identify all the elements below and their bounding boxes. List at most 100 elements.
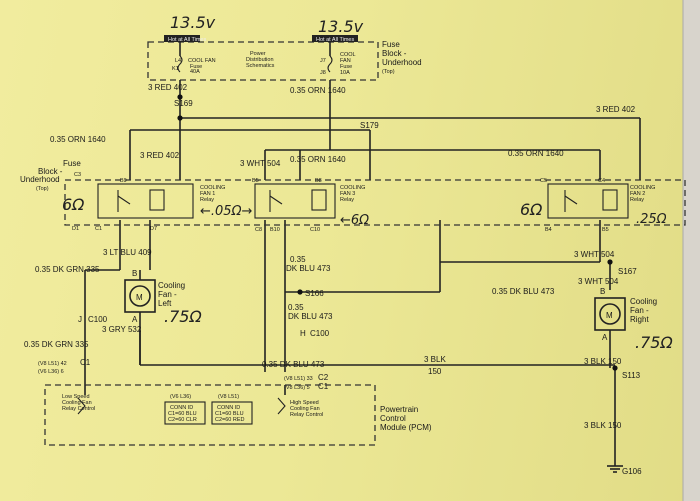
pcm-high-speed: High Speed (290, 400, 319, 406)
note-ohm-mid: ←.05Ω→ (200, 204, 253, 219)
pcm-high-speed-2: Cooling Fan (290, 406, 320, 412)
fan-motor-right: M B A Cooling Fan - Right (594, 287, 657, 342)
voltage-left: 13.5v (170, 13, 216, 32)
fuse-block-left-4: (Top) (36, 186, 49, 192)
relay-fan3-name2: FAN 3 (340, 191, 355, 197)
pcm-block: Low Speed Cooling Fan Relay Control High… (44, 384, 432, 446)
connector-c100-left: C100 (88, 315, 108, 324)
wire-dkblu473-a2: DK BLU 473 (286, 264, 331, 273)
relay-fan2-name2: FAN 2 (630, 191, 645, 197)
pin-l33-c: C2 (318, 373, 329, 382)
splice-dots (177, 94, 618, 371)
pcm-conn-l36-b: CONN ID (170, 405, 193, 411)
fuse-block-title: Fuse (382, 40, 400, 49)
relay-fan2-name: COOLING (630, 185, 655, 191)
connector-c100-mid-h: H (300, 329, 306, 338)
coolfan2-label: COOL (340, 52, 356, 58)
wire-dkblu473-c: 0.35 DK BLU 473 (262, 360, 325, 369)
motor-left-icon (129, 285, 151, 307)
relay-fan3-pin-tl: B5 (252, 178, 259, 184)
wire-orn1640-mid: 0.35 ORN 1640 (290, 155, 346, 164)
wire-ltblu409: 3 LT BLU 409 (103, 248, 152, 257)
coolfan2-label-c: Fuse (340, 64, 352, 70)
pcm-conn-l36: (V6 L36) (170, 394, 191, 400)
pcm-low-speed-3: Relay Control (62, 406, 95, 412)
fuse-k1: K1 (172, 66, 179, 72)
coolfan-fuse-sub: Fuse (190, 64, 202, 70)
fan-motor-left: M B A Cooling Fan - Left (124, 269, 185, 324)
pin-l33: (V8 L51) 33 (284, 376, 313, 382)
wire-wht504-right: 3 WHT 504 (574, 250, 615, 259)
coolfan-fuse-amp: 40A (190, 69, 200, 75)
wire-wht504-right2: 3 WHT 504 (578, 277, 619, 286)
relay-fan2 (547, 183, 629, 219)
wire-blk150-right: 3 BLK 150 (584, 357, 622, 366)
wire-dkblu473-a: 0.35 (290, 255, 306, 264)
power-dist-label-3: Schematics (246, 63, 275, 69)
pin-l5: (V8 L36) 5 (284, 385, 310, 391)
wire-red402-top: 3 RED 402 (148, 83, 188, 92)
motor-left-name: Cooling (158, 281, 185, 290)
wire-blk150-bottom: 3 BLK 150 (584, 421, 622, 430)
relay-fan1 (97, 183, 194, 219)
splice-s166-label: S166 (305, 289, 324, 298)
motor-left-name2: Fan - (158, 290, 177, 299)
pcm-low-speed: Low Speed (62, 394, 90, 400)
fuse-block-title-2: Block - (382, 49, 407, 58)
wire-orn1640-left: 0.35 ORN 1640 (50, 135, 106, 144)
fuse-block-left: Fuse (63, 159, 81, 168)
pcm-conn-l51-b: CONN ID (217, 405, 240, 411)
motor-right-name: Cooling (630, 297, 657, 306)
motor-left-name3: Left (158, 299, 172, 308)
fuse-block-title-3: Underhood (382, 58, 422, 67)
wire-blk150-mid: 3 BLK (424, 355, 446, 364)
coolfan-fuse-label: COOL FAN (188, 58, 216, 64)
wires (84, 80, 641, 460)
relay-fan2-pin-bot: B5 (602, 227, 609, 233)
note-ohm-mid2: ←6Ω (340, 213, 369, 228)
fuse-block-left-3: Underhood (20, 175, 60, 184)
relay-fan1-pin-br: D1 (72, 226, 79, 232)
relay-fan3-pin-b3: C10 (310, 227, 320, 233)
pcm-conn-l36-d: C2=60 CLR (168, 417, 197, 423)
splice-s169-label: S169 (174, 99, 193, 108)
handwritten-notes: 6Ω ←.05Ω→ ←6Ω 6Ω .25Ω .75Ω .75Ω (62, 195, 673, 352)
relay-fan1-pin-bl: C1 (95, 226, 102, 232)
pcm-conn-l51-c: C1=60 BLU (215, 411, 244, 417)
connector-c100-left-j: J (78, 315, 82, 324)
relay-fan3-name3: Relay (340, 197, 354, 203)
relay-fan3-name: COOLING (340, 185, 365, 191)
pin-l5-c: C1 (318, 382, 329, 391)
relay-fan1-pin-top: B9 (120, 178, 127, 184)
ground-g106-label: G106 (622, 467, 642, 476)
relay-fan2-pin-top: C4 (598, 178, 605, 184)
relay-fan2-pin-bl: B4 (545, 227, 552, 233)
coolfan2-label-b: FAN (340, 58, 351, 64)
relay-fan3-pin-b2: B10 (270, 227, 280, 233)
wire-red402-left: 3 RED 402 (140, 151, 180, 160)
coolfan2-amp: 10A (340, 70, 350, 76)
relay-block-outline (64, 179, 686, 226)
relay-fan2-pin-tl: C5 (540, 178, 547, 184)
pin-l6: (V6 L36) 6 (38, 369, 64, 375)
splice-s166 (297, 289, 303, 295)
splice-s167 (607, 259, 613, 265)
relay-block: Fuse Block - Underhood (Top) COOLING FAN… (20, 159, 686, 233)
pcm-title-3: Module (PCM) (380, 423, 432, 432)
fuse-block-title-4: (Top) (382, 69, 395, 75)
hot-label-left: Hot at All Times (168, 37, 206, 43)
pcm-high-speed-3: Relay Control (290, 412, 323, 418)
wire-labels: 3 RED 402 S169 0.35 ORN 1640 3 RED 402 S… (24, 83, 642, 476)
relay-fan1-c3: C3 (74, 172, 81, 178)
power-dist-label: Power (250, 51, 266, 57)
voltage-right: 13.5v (318, 17, 364, 36)
relay-fan1-pin-bot: D7 (150, 226, 157, 232)
wire-dkgrn335: 0.35 DK GRN 335 (35, 265, 100, 274)
relay-fan1-name: COOLING (200, 185, 225, 191)
note-ohm-right2: .25Ω (636, 212, 667, 227)
splice-s179-label: S179 (360, 121, 379, 130)
relay-fan3 (254, 183, 336, 219)
note-ohm-motor-left: .75Ω (164, 307, 202, 326)
pcm-outline (44, 384, 376, 446)
